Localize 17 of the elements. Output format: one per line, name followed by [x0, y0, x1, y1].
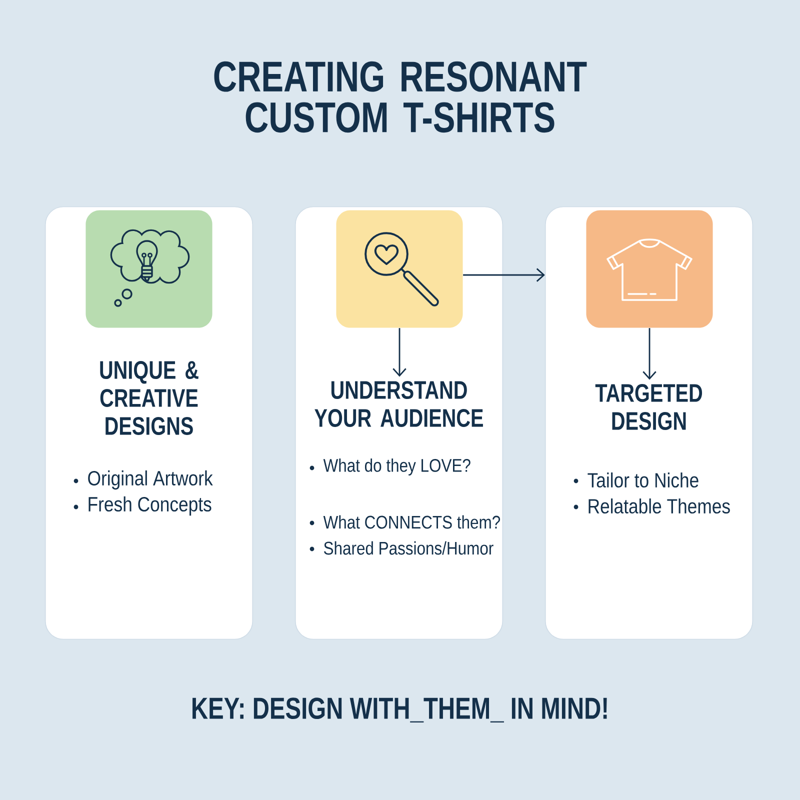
bullet-text: Tailor to Niche	[588, 472, 698, 488]
arrow	[642, 328, 656, 380]
arrow	[392, 328, 406, 377]
bullet-text: Shared Passions/Humor	[324, 541, 494, 555]
bullet-text: What do they LOVE?	[323, 458, 470, 476]
key-note: KEY: DESIGN WITH_THEM_ IN MIND!	[192, 698, 607, 722]
step-heading: TARGETED DESIGN	[595, 384, 702, 430]
lightbulb-cloud-icon	[86, 210, 212, 328]
bullet-text: Relatable Themes	[588, 498, 730, 514]
bullet-text: Fresh Concepts	[88, 496, 212, 516]
title: CREATING RESONANT CUSTOM T-SHIRTS	[214, 61, 587, 133]
bullet-text: What CONNECTS them?	[323, 515, 500, 529]
step-heading: UNIQUE & CREATIVE DESIGNS	[100, 361, 198, 435]
bullet-text: Original Artwork	[88, 470, 213, 490]
step-heading: UNDERSTAND YOUR AUDIENCE	[314, 381, 483, 427]
arrow	[463, 268, 545, 282]
t-shirt-icon	[586, 210, 713, 328]
